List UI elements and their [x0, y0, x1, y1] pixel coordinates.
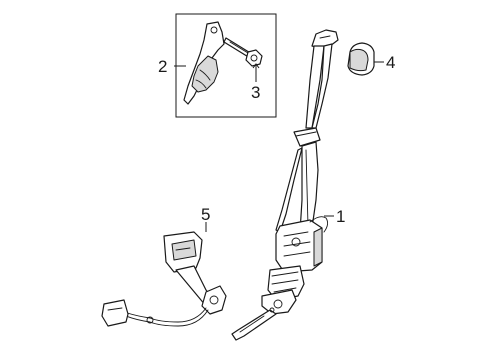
buckle-assembly: [101, 231, 227, 327]
belt-assembly: [231, 29, 339, 341]
callout-3: 3: [251, 83, 260, 102]
leader-3-arrow: [252, 63, 260, 69]
cover-cap: [347, 42, 375, 76]
leader-lines: [174, 61, 384, 232]
callout-5: 5: [201, 205, 210, 224]
callout-2: 2: [158, 57, 167, 76]
callout-labels: 1 2 3 4 5: [158, 53, 395, 226]
callout-4: 4: [386, 53, 395, 72]
anchor-bracket: [183, 21, 225, 105]
inset-box: [175, 13, 277, 118]
callout-1: 1: [336, 207, 345, 226]
bolt: [223, 37, 263, 67]
